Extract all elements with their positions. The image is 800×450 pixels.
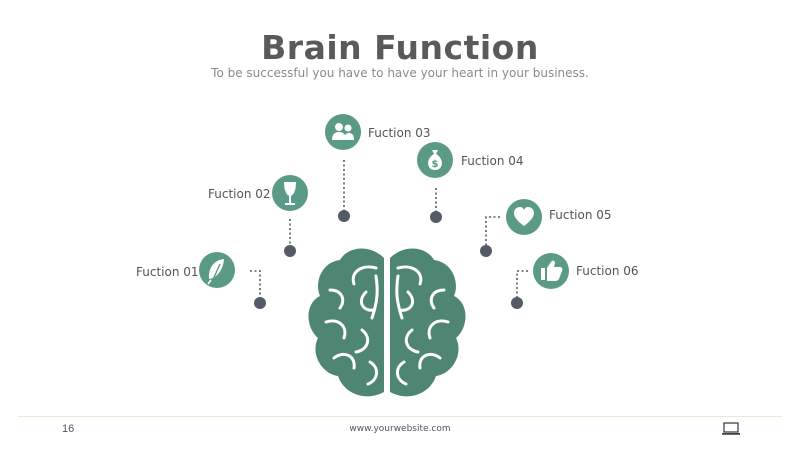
function-node-02 <box>272 175 308 211</box>
page-number: 16 <box>62 423 75 435</box>
function-label-05: Fuction 05 <box>549 208 612 222</box>
laptop-icon <box>722 422 740 435</box>
connector-06 <box>516 270 528 298</box>
function-node-05 <box>506 199 542 235</box>
function-node-04: $ <box>417 142 453 178</box>
feather-icon <box>207 259 224 285</box>
connector-05 <box>485 216 500 246</box>
function-label-06: Fuction 06 <box>576 264 639 278</box>
footer-divider <box>18 416 782 417</box>
svg-text:$: $ <box>432 159 439 170</box>
function-label-04: Fuction 04 <box>461 154 524 168</box>
brain-icon <box>308 248 466 397</box>
function-label-02: Fuction 02 <box>208 187 271 201</box>
node-dot-04 <box>430 211 442 223</box>
money-bag-icon: $ <box>428 150 442 170</box>
connector-01 <box>250 270 261 298</box>
website-link[interactable]: www.yourwebsite.com <box>349 424 451 434</box>
wine-glass-icon <box>284 182 296 205</box>
function-node-01 <box>199 252 235 288</box>
function-node-03 <box>325 114 361 150</box>
slide-title: Brain Function <box>261 28 539 67</box>
function-node-06 <box>533 253 569 289</box>
function-label-03: Fuction 03 <box>368 126 431 140</box>
heart-icon <box>514 207 534 226</box>
node-dot-01 <box>254 297 266 309</box>
node-dot-03 <box>338 210 350 222</box>
node-dot-06 <box>511 297 523 309</box>
slide-subtitle: To be successful you have to have your h… <box>211 66 589 80</box>
node-dot-02 <box>284 245 296 257</box>
thumbs-up-icon <box>541 260 563 281</box>
function-label-01: Fuction 01 <box>136 265 199 279</box>
node-dot-05 <box>480 245 492 257</box>
users-icon <box>332 123 354 140</box>
